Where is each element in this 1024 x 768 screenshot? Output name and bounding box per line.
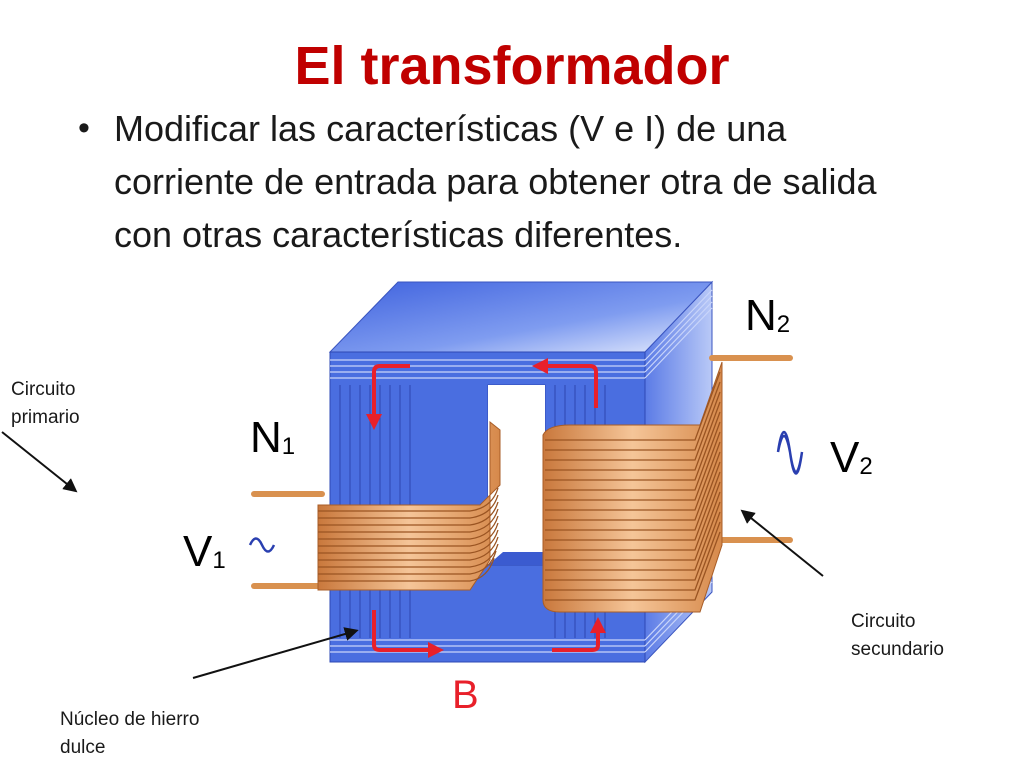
bullet-marker: • bbox=[78, 109, 90, 147]
v1-symbol: V1 bbox=[183, 527, 226, 576]
primary-circuit-label: Circuito primario bbox=[11, 379, 80, 428]
n2-symbol: N2 bbox=[745, 291, 790, 340]
slide-title: El transformador bbox=[294, 36, 730, 96]
secondary-circuit-label: Circuito secundario bbox=[851, 611, 944, 660]
v2-symbol: V2 bbox=[830, 433, 873, 482]
b-flux-symbol: B bbox=[452, 673, 479, 717]
input-ac-wave-icon bbox=[248, 537, 276, 553]
bullet-text: Modificar las características (V e I) de… bbox=[114, 108, 877, 255]
primary-coil bbox=[251, 420, 501, 591]
output-ac-wave-icon bbox=[776, 430, 804, 475]
secondary-coil bbox=[542, 355, 793, 613]
primary-pointer-arrow bbox=[1, 431, 78, 493]
flux-arrows bbox=[366, 358, 606, 658]
secondary-pointer-arrow bbox=[740, 509, 824, 577]
n1-symbol: N1 bbox=[250, 413, 295, 462]
core-pointer-arrow bbox=[192, 627, 359, 679]
core-label: Núcleo de hierro dulce bbox=[60, 709, 200, 758]
